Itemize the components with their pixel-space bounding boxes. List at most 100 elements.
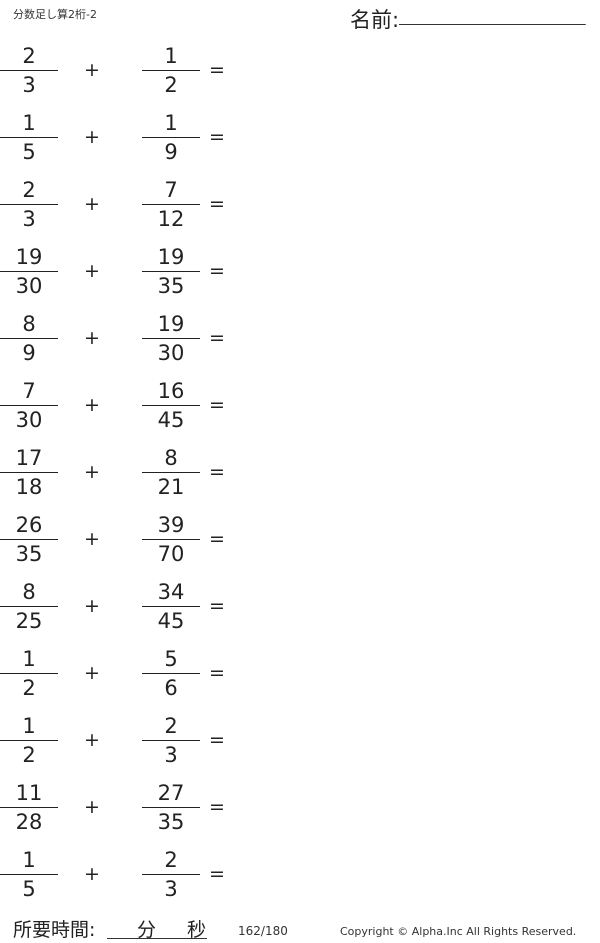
denominator: 21	[157, 475, 185, 499]
fraction-bar	[0, 70, 58, 71]
denominator: 2	[164, 73, 178, 97]
plus-sign: +	[84, 528, 100, 550]
numerator: 8	[22, 580, 36, 604]
equals-sign: =	[209, 59, 225, 81]
numerator: 19	[15, 245, 43, 269]
fraction-bar	[0, 807, 58, 808]
time-required-label: 所要時間:	[13, 919, 96, 941]
fraction-bar	[142, 874, 200, 875]
numerator: 8	[22, 312, 36, 336]
name-label: 名前:	[350, 8, 400, 32]
denominator: 45	[157, 408, 185, 432]
equals-sign: =	[209, 327, 225, 349]
copyright-text: Copyright © Alpha.Inc All Rights Reserve…	[340, 925, 577, 938]
fraction-bar	[0, 472, 58, 473]
equals-sign: =	[209, 260, 225, 282]
numerator: 1	[164, 44, 178, 68]
numerator: 1	[22, 848, 36, 872]
denominator: 5	[22, 140, 36, 164]
plus-sign: +	[84, 260, 100, 282]
numerator: 19	[157, 312, 185, 336]
plus-sign: +	[84, 729, 100, 751]
numerator: 11	[15, 781, 43, 805]
plus-sign: +	[84, 193, 100, 215]
denominator: 3	[164, 877, 178, 901]
equals-sign: =	[209, 662, 225, 684]
denominator: 5	[22, 877, 36, 901]
denominator: 18	[15, 475, 43, 499]
plus-sign: +	[84, 461, 100, 483]
denominator: 2	[22, 676, 36, 700]
numerator: 26	[15, 513, 43, 537]
name-dot: .	[584, 18, 587, 27]
numerator: 34	[157, 580, 185, 604]
numerator: 39	[157, 513, 185, 537]
plus-sign: +	[84, 394, 100, 416]
numerator: 1	[22, 647, 36, 671]
denominator: 2	[22, 743, 36, 767]
numerator: 2	[22, 178, 36, 202]
denominator: 6	[164, 676, 178, 700]
plus-sign: +	[84, 327, 100, 349]
plus-sign: +	[84, 662, 100, 684]
denominator: 35	[157, 274, 185, 298]
plus-sign: +	[84, 863, 100, 885]
equals-sign: =	[209, 193, 225, 215]
numerator: 17	[15, 446, 43, 470]
fraction-bar	[142, 807, 200, 808]
time-write-line	[107, 938, 207, 939]
fraction-bar	[0, 338, 58, 339]
denominator: 12	[157, 207, 185, 231]
numerator: 8	[164, 446, 178, 470]
denominator: 3	[22, 207, 36, 231]
fraction-bar	[0, 137, 58, 138]
fraction-bar	[0, 539, 58, 540]
fraction-bar	[0, 874, 58, 875]
denominator: 28	[15, 810, 43, 834]
fraction-bar	[142, 740, 200, 741]
numerator: 5	[164, 647, 178, 671]
numerator: 1	[22, 111, 36, 135]
numerator: 7	[164, 178, 178, 202]
name-write-line	[399, 24, 585, 25]
numerator: 7	[22, 379, 36, 403]
denominator: 9	[22, 341, 36, 365]
equals-sign: =	[209, 863, 225, 885]
equals-sign: =	[209, 394, 225, 416]
denominator: 30	[15, 274, 43, 298]
fraction-bar	[142, 539, 200, 540]
denominator: 35	[15, 542, 43, 566]
denominator: 30	[157, 341, 185, 365]
fraction-bar	[0, 673, 58, 674]
fraction-bar	[142, 338, 200, 339]
seconds-label: 秒	[187, 919, 207, 941]
fraction-bar	[142, 137, 200, 138]
denominator: 9	[164, 140, 178, 164]
fraction-bar	[142, 204, 200, 205]
minutes-label: 分	[137, 919, 157, 941]
